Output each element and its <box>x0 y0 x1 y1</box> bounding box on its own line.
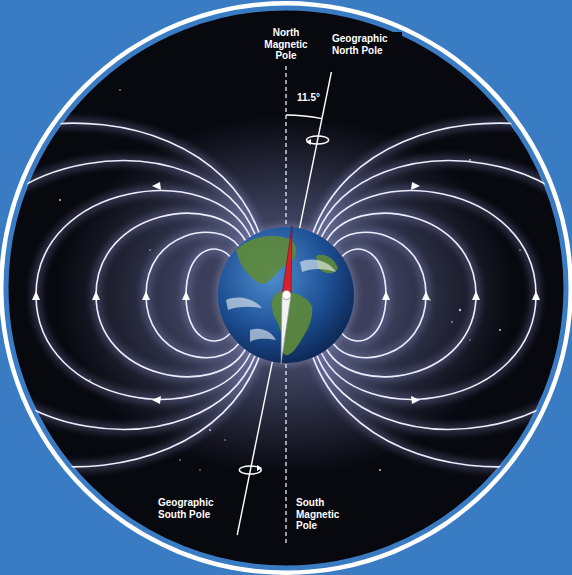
pole-label: Geographic South Pole <box>156 496 224 521</box>
pole-label: North Magnetic Pole <box>258 26 314 63</box>
angle-label: 11.5° <box>293 91 324 105</box>
pole-label: South Magnetic Pole <box>294 496 354 533</box>
pole-label: Geographic North Pole <box>330 32 402 57</box>
